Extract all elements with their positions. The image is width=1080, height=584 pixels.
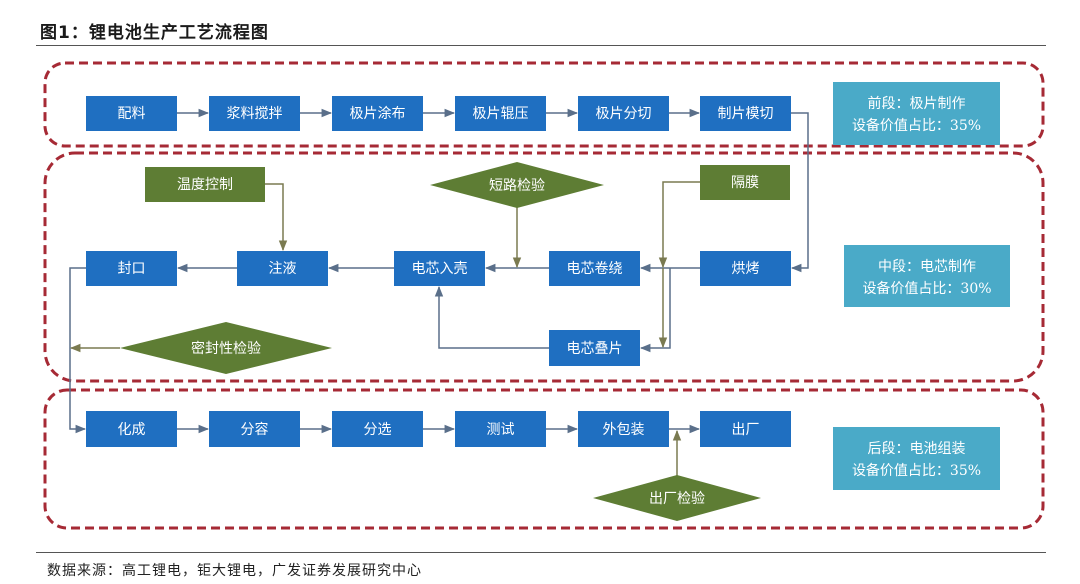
arrow-dieipian-ruke (434, 285, 549, 349)
stage-middle-info: 中段：电芯制作 设备价值占比：30% (844, 245, 1010, 307)
arrow-gemo-juanrao (658, 181, 700, 269)
stage-middle-title: 中段：电芯制作 (878, 259, 976, 275)
process-box-peiliao[interactable]: 配料 (86, 96, 177, 131)
arrow-hongkao-dieipian (639, 268, 671, 353)
figure-title: 图1：锂电池生产工艺流程图 (40, 23, 269, 43)
process-box-ceshi[interactable]: 测试 (455, 411, 546, 447)
label-ceshi: 测试 (487, 422, 515, 438)
label-mifeng: 密封性检验 (191, 340, 261, 357)
control-box-gemo[interactable]: 隔膜 (700, 165, 790, 200)
control-diamond-duanlu[interactable]: 短路检验 (430, 162, 604, 208)
stage-front-border (43, 61, 1045, 148)
arrow-wendu-zhuye (265, 183, 288, 252)
process-box-moqie[interactable]: 制片模切 (700, 96, 791, 131)
label-moqie: 制片模切 (718, 106, 774, 122)
control-box-wendu[interactable]: 温度控制 (145, 167, 265, 202)
stage-back-share: 设备价值占比：35% (852, 462, 981, 479)
process-box-zhuye[interactable]: 注液 (237, 251, 328, 286)
stage-front-info: 前段：极片制作 设备价值占比：35% (833, 82, 1000, 145)
process-box-tubu[interactable]: 极片涂布 (332, 96, 423, 131)
label-baozhuang: 外包装 (603, 422, 645, 438)
label-jiangliao: 浆料搅拌 (227, 106, 283, 122)
source-note: 数据来源：高工锂电，钜大锂电，广发证券发展研究中心 (47, 563, 422, 579)
label-chuchang: 出厂 (732, 422, 760, 438)
process-box-huacheng[interactable]: 化成 (86, 411, 177, 447)
process-box-baozhuang[interactable]: 外包装 (578, 411, 669, 447)
control-diamond-mifeng[interactable]: 密封性检验 (120, 322, 332, 374)
stage-middle-border (43, 151, 1045, 383)
connectors-front (177, 108, 809, 273)
process-box-jiangliao[interactable]: 浆料搅拌 (209, 96, 300, 131)
control-diamond-chuchangjianyan[interactable]: 出厂检验 (593, 475, 761, 521)
label-huacheng: 化成 (118, 422, 146, 438)
title-rule (36, 45, 1046, 46)
label-chuchangjianyan: 出厂检验 (649, 491, 705, 507)
label-wendu: 温度控制 (177, 177, 233, 193)
stage-back-info: 后段：电池组装 设备价值占比：35% (833, 427, 1000, 490)
label-duanlu: 短路检验 (489, 178, 545, 194)
label-zhuye: 注液 (269, 261, 297, 277)
label-gemo: 隔膜 (731, 175, 759, 191)
connectors-controls (69, 181, 700, 353)
stage-front-title: 前段：极片制作 (868, 95, 966, 112)
process-box-ruke[interactable]: 电芯入壳 (394, 251, 485, 286)
label-fenrong: 分容 (241, 421, 269, 438)
label-dieipian: 电芯叠片 (567, 341, 623, 357)
label-tubu: 极片涂布 (350, 106, 406, 122)
label-fenxuan: 分选 (364, 422, 392, 438)
arrow-moqie-hongkao (790, 112, 809, 273)
stage-back-title: 后段：电池组装 (868, 441, 966, 457)
label-ruke: 电芯入壳 (412, 260, 468, 277)
process-box-chuchang[interactable]: 出厂 (700, 411, 791, 447)
footer-rule (36, 552, 1046, 553)
stage-front-share: 设备价值占比：35% (852, 117, 981, 134)
label-juanrao: 电芯卷绕 (567, 261, 623, 277)
process-box-fenrong[interactable]: 分容 (209, 411, 300, 447)
process-box-fenxuan[interactable]: 分选 (332, 411, 423, 447)
process-box-juanrao[interactable]: 电芯卷绕 (549, 251, 640, 286)
process-box-hongkao[interactable]: 烘烤 (700, 251, 791, 286)
label-peiliao: 配料 (118, 106, 146, 122)
label-fenqie: 极片分切 (596, 106, 652, 122)
label-gunya: 极片辊压 (473, 106, 529, 122)
process-box-dieipian[interactable]: 电芯叠片 (549, 330, 640, 366)
stage-back-border (43, 388, 1045, 530)
process-box-fenqie[interactable]: 极片分切 (578, 96, 669, 131)
label-fengkou: 封口 (118, 261, 146, 277)
stage-middle-share: 设备价值占比：30% (862, 280, 991, 297)
label-hongkao: 烘烤 (732, 261, 760, 277)
process-box-fengkou[interactable]: 封口 (86, 251, 177, 286)
process-box-gunya[interactable]: 极片辊压 (455, 96, 546, 131)
